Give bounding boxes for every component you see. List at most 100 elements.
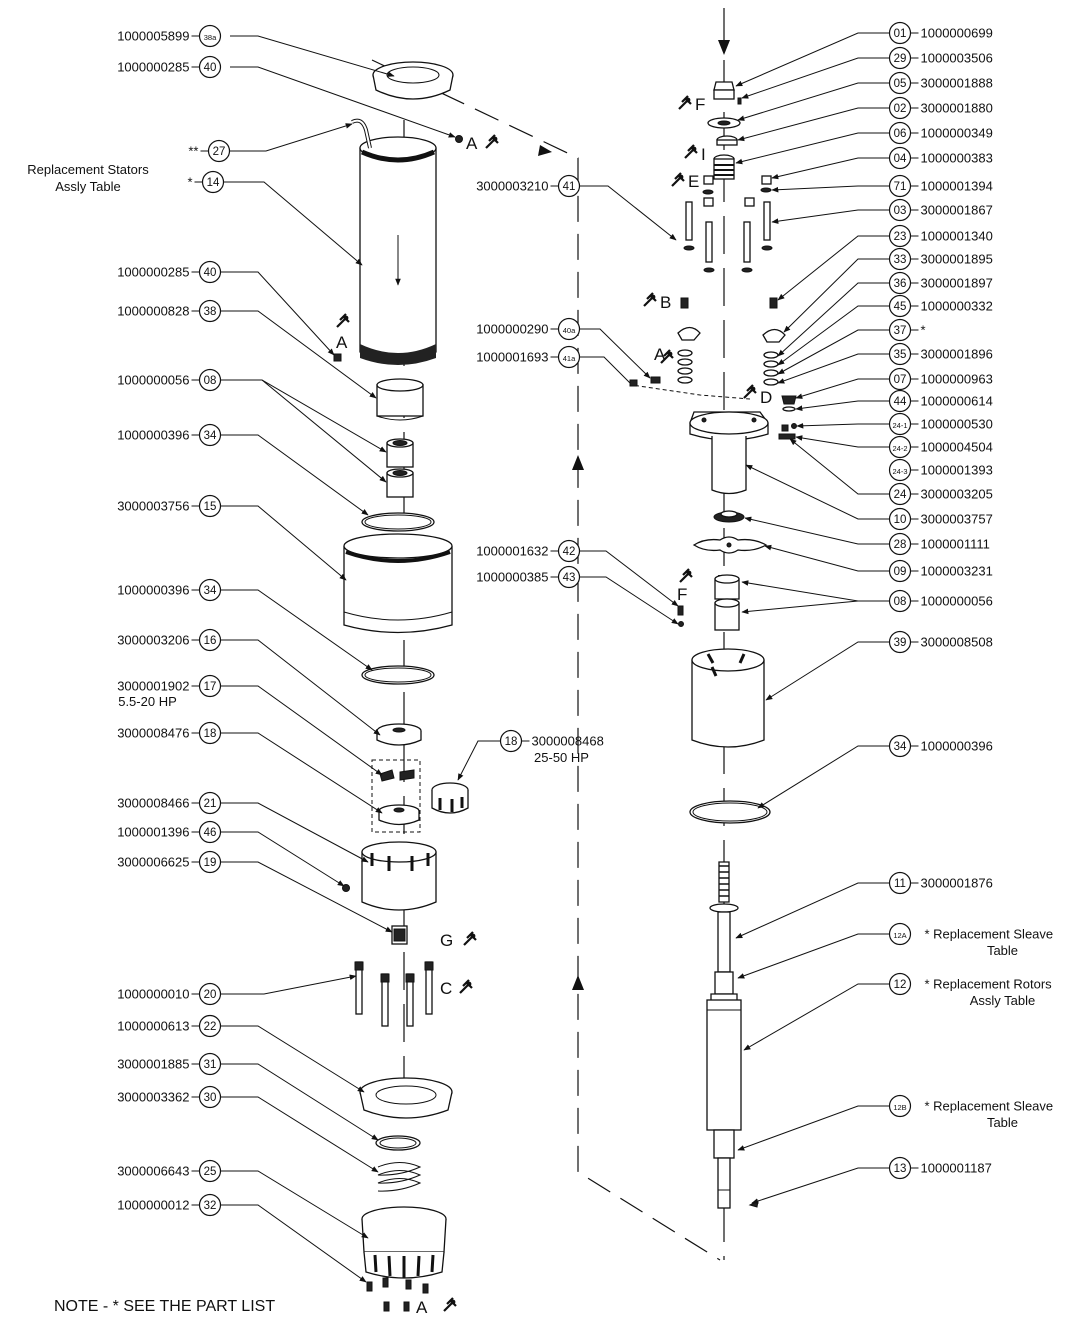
pad-group-17-18 xyxy=(371,759,421,833)
callout-number: 14 xyxy=(207,177,220,189)
callout-number: 02 xyxy=(894,103,907,115)
tool-markers: A A A A B C D E F F G I xyxy=(335,94,772,1317)
part-number: 1000000699 xyxy=(921,26,993,41)
part-number: 1000001693 xyxy=(476,350,548,365)
part-number: 1000000010 xyxy=(117,987,189,1002)
callout: 16 3000003206 xyxy=(117,628,222,652)
callout-number: 18 xyxy=(204,728,217,740)
part-number: 3000001867 xyxy=(921,203,993,218)
callout-number: 45 xyxy=(894,301,907,313)
part-number: 1000003231 xyxy=(921,564,993,579)
disc-28 xyxy=(713,510,745,523)
footer-note: NOTE - * SEE THE PART LIST xyxy=(54,1298,275,1315)
callout-number: 11 xyxy=(894,878,906,890)
base-25 xyxy=(361,1206,447,1279)
part-number: 1000000285 xyxy=(117,60,189,75)
part-number: * Replacement Rotors xyxy=(925,977,1053,992)
left-stack-parts xyxy=(333,61,469,1312)
part-note: 5.5-20 HP xyxy=(118,694,177,709)
callout-number: 15 xyxy=(204,501,217,513)
callout: 02 3000001880 xyxy=(888,96,993,120)
wrench-icon xyxy=(458,978,474,995)
part-number: 3000008466 xyxy=(117,796,189,811)
part-number: * xyxy=(921,323,926,338)
callout-number: 21 xyxy=(204,798,217,810)
callout-number: 24 xyxy=(894,489,907,501)
wrench-icon xyxy=(484,133,500,150)
part-number: 3000003206 xyxy=(117,633,189,648)
callout-number: 46 xyxy=(204,827,217,839)
callout-number: 71 xyxy=(894,181,907,193)
part-number: 1000000349 xyxy=(921,126,993,141)
callout-number: 12 xyxy=(894,979,907,991)
part-number: 1000000285 xyxy=(117,265,189,280)
wrench-icon xyxy=(335,312,351,329)
callout-number: 07 xyxy=(894,374,907,386)
tool-letter: A xyxy=(654,345,666,364)
callout-number: 12A xyxy=(893,931,906,940)
tool-letter: F xyxy=(695,95,705,114)
callout: 31 3000001885 xyxy=(117,1052,222,1076)
callout-number: 38a xyxy=(204,33,217,42)
leader-lines xyxy=(220,32,890,1283)
part-number: 1000000383 xyxy=(921,151,993,166)
callout: 14* xyxy=(187,170,225,194)
callout-number: 09 xyxy=(894,566,907,578)
callout-number: 16 xyxy=(204,635,217,647)
part-number: * Replacement Sleave xyxy=(925,927,1054,942)
callout-number: 01 xyxy=(894,28,907,40)
oring-34-right xyxy=(689,800,771,824)
washers-45-37-35 xyxy=(677,349,779,386)
notes: Replacement Stators Assly Table NOTE - *… xyxy=(27,162,275,1315)
callout-number: 32 xyxy=(204,1200,217,1212)
part-note: Table xyxy=(987,943,1018,958)
part-number: 1000001340 xyxy=(921,229,993,244)
part-number: 3000001876 xyxy=(921,876,993,891)
callout-number: 19 xyxy=(204,857,217,869)
nuts-04 xyxy=(703,175,772,207)
callout-number: 30 xyxy=(204,1092,217,1104)
callout-number: 43 xyxy=(563,572,576,584)
callout-number: 33 xyxy=(894,254,907,266)
callout-number: 39 xyxy=(894,637,907,649)
callout-number: 05 xyxy=(894,78,907,90)
callout-number: 34 xyxy=(204,585,217,597)
part-number: 3000001880 xyxy=(921,101,993,116)
callout-number: 41 xyxy=(563,181,576,193)
callout-number: 17 xyxy=(204,681,217,693)
callout-bubble xyxy=(888,922,912,946)
part-number: 3000001885 xyxy=(117,1057,189,1072)
callout-number: 28 xyxy=(894,539,907,551)
screw-23-right xyxy=(769,297,778,309)
callout: 37* xyxy=(888,318,926,342)
piston-33-right xyxy=(762,328,786,343)
ring-02 xyxy=(716,135,738,146)
part-number: 1000001187 xyxy=(921,1161,992,1176)
tool-letter: C xyxy=(440,979,452,998)
tool-letter: D xyxy=(760,388,772,407)
callout-number: 31 xyxy=(204,1059,217,1071)
part-number: 3000001896 xyxy=(921,347,993,362)
callout-number: 41a xyxy=(563,354,576,363)
